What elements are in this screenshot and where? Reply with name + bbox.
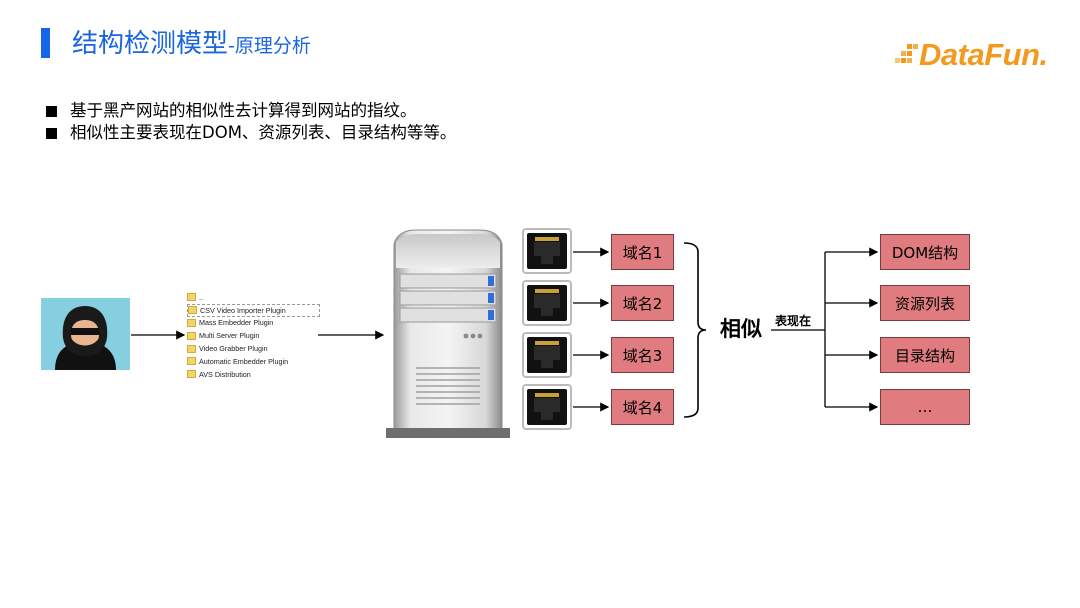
folder-icon — [187, 357, 196, 366]
list-item: .. — [187, 291, 320, 304]
ethernet-port-icon — [522, 384, 572, 430]
domain-bracket — [683, 242, 707, 418]
bullet-list: 基于黑产网站的相似性去计算得到网站的指纹。 相似性主要表现在DOM、资源列表、目… — [46, 100, 456, 144]
relation-label: 表现在 — [775, 314, 812, 328]
bullet-text: 相似性主要表现在DOM、资源列表、目录结构等等。 — [70, 123, 457, 142]
file-name: .. — [199, 292, 203, 302]
result-label: 目录结构 — [894, 346, 955, 365]
domain-label: 域名3 — [622, 346, 663, 365]
title-accent-bar — [41, 28, 50, 58]
file-name: CSV Video Importer Plugin — [200, 305, 286, 315]
result-box: 目录结构 — [880, 337, 970, 373]
bullet-item: 基于黑产网站的相似性去计算得到网站的指纹。 — [46, 100, 456, 122]
folder-icon — [187, 370, 196, 379]
server-image — [386, 228, 510, 438]
result-box: 资源列表 — [880, 285, 970, 321]
hacker-icon — [55, 306, 116, 370]
bullet-square-icon — [46, 105, 57, 117]
result-box: … — [880, 389, 970, 425]
list-item: CSV Video Importer Plugin — [187, 303, 320, 317]
file-name: AVS Distribution — [199, 369, 251, 379]
logo-dots-icon — [895, 44, 918, 63]
domain-label: 域名4 — [622, 398, 663, 417]
domain-box: 域名1 — [611, 234, 674, 270]
list-item: Automatic Embedder Plugin — [187, 355, 320, 368]
folder-icon — [187, 331, 196, 340]
domain-box: 域名2 — [611, 285, 674, 321]
folder-icon — [187, 344, 196, 353]
logo-text: DataFun. — [919, 37, 1048, 72]
page-title: 结构检测模型-原理分析 — [72, 27, 311, 63]
ethernet-port-icon — [522, 280, 572, 326]
folder-icon — [187, 318, 196, 327]
list-item: Multi Server Plugin — [187, 329, 320, 342]
result-label: … — [917, 398, 933, 416]
hacker-image — [41, 298, 130, 370]
result-label: DOM结构 — [891, 243, 959, 262]
list-item: AVS Distribution — [187, 368, 320, 381]
page-title-sub: -原理分析 — [228, 35, 311, 57]
file-name: Automatic Embedder Plugin — [199, 356, 289, 366]
ethernet-port-icon — [522, 228, 572, 274]
server-icon — [386, 229, 510, 438]
page-title-main: 结构检测模型 — [72, 29, 229, 59]
domain-box: 域名3 — [611, 337, 674, 373]
similarity-label: 相似 — [720, 317, 762, 341]
domain-label: 域名1 — [622, 243, 663, 262]
domain-box: 域名4 — [611, 389, 674, 425]
list-item: Mass Embedder Plugin — [187, 317, 320, 330]
folder-icon — [188, 306, 197, 315]
bullet-text: 基于黑产网站的相似性去计算得到网站的指纹。 — [70, 101, 417, 120]
folder-icon — [187, 293, 196, 302]
file-name: Video Grabber Plugin — [199, 344, 268, 354]
ethernet-port-icon — [522, 332, 572, 378]
result-label: 资源列表 — [894, 294, 955, 313]
file-name: Mass Embedder Plugin — [199, 318, 274, 328]
result-box: DOM结构 — [880, 234, 970, 270]
list-item: Video Grabber Plugin — [187, 342, 320, 355]
plugin-file-list: .. CSV Video Importer Plugin Mass Embedd… — [187, 291, 320, 381]
domain-label: 域名2 — [622, 294, 663, 313]
bullet-square-icon — [46, 127, 57, 139]
bullet-item: 相似性主要表现在DOM、资源列表、目录结构等等。 — [46, 122, 456, 144]
file-name: Multi Server Plugin — [199, 331, 260, 341]
